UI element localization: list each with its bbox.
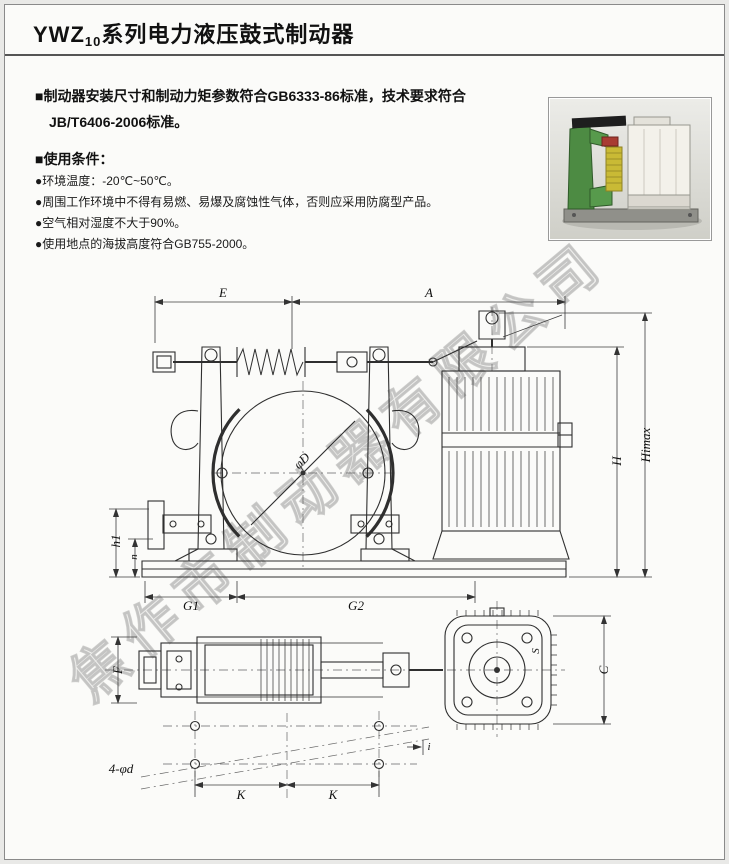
dim-label-n: n — [128, 554, 140, 560]
product-photo — [548, 97, 712, 241]
conditions-heading: ■使用条件： — [35, 151, 114, 167]
dimension-lines — [109, 296, 652, 797]
condition-item: ●周围工作环境中不得有易燃、易爆及腐蚀性气体，否则应采用防腐型产品。 — [35, 195, 439, 209]
dim-label-K2: K — [328, 787, 338, 802]
conditions-list: ●环境温度：-20℃~50℃。 ●周围工作环境中不得有易燃、易爆及腐蚀性气体，否… — [35, 171, 540, 255]
technical-drawing: E A H Himax h1 n G1 G2 φD F C S 4-φd K K… — [5, 285, 724, 825]
catalog-page: YWZ10系列电力液压鼓式制动器 ■制动器安装尺寸和制动力矩参数符合GB6333… — [4, 4, 725, 860]
linework — [138, 310, 573, 770]
dim-label-F: F — [110, 666, 125, 674]
page-title-prefix: YWZ — [33, 22, 85, 47]
title-divider — [5, 54, 724, 56]
center-dots — [300, 470, 500, 673]
standards-paragraph: ■制动器安装尺寸和制动力矩参数符合GB6333-86标准，技术要求符合 JB/T… — [35, 83, 540, 135]
dim-label-S: S — [530, 648, 542, 654]
page-title: YWZ10系列电力液压鼓式制动器 — [33, 17, 354, 49]
dim-label-G1: G1 — [183, 598, 199, 613]
dim-label-C: C — [596, 665, 611, 675]
dim-label-A: A — [425, 285, 433, 300]
condition-item: ●环境温度：-20℃~50℃。 — [35, 174, 179, 188]
page-title-rest: 系列电力液压鼓式制动器 — [101, 22, 355, 47]
dim-label-holes: 4-φd — [108, 761, 134, 776]
centerlines — [105, 307, 565, 799]
standards-line-2: JB/T6406-2006标准。 — [49, 114, 189, 130]
dim-label-i: i — [427, 741, 431, 753]
product-photo-image — [550, 99, 710, 239]
dim-label-H: H — [609, 456, 624, 466]
dim-label-Himax: Himax — [638, 427, 653, 463]
condition-item: ●空气相对湿度不大于90%。 — [35, 216, 187, 230]
dim-label-E: E — [219, 285, 227, 300]
drawing-svg — [105, 296, 652, 799]
dim-label-G2: G2 — [348, 598, 364, 613]
page-title-subscript: 10 — [84, 34, 102, 49]
condition-item: ●使用地点的海拔高度符合GB755-2000。 — [35, 237, 255, 251]
dim-label-h1: h1 — [108, 534, 123, 548]
standards-line-1: ■制动器安装尺寸和制动力矩参数符合GB6333-86标准，技术要求符合 — [35, 88, 466, 104]
dim-label-K1: K — [236, 787, 246, 802]
